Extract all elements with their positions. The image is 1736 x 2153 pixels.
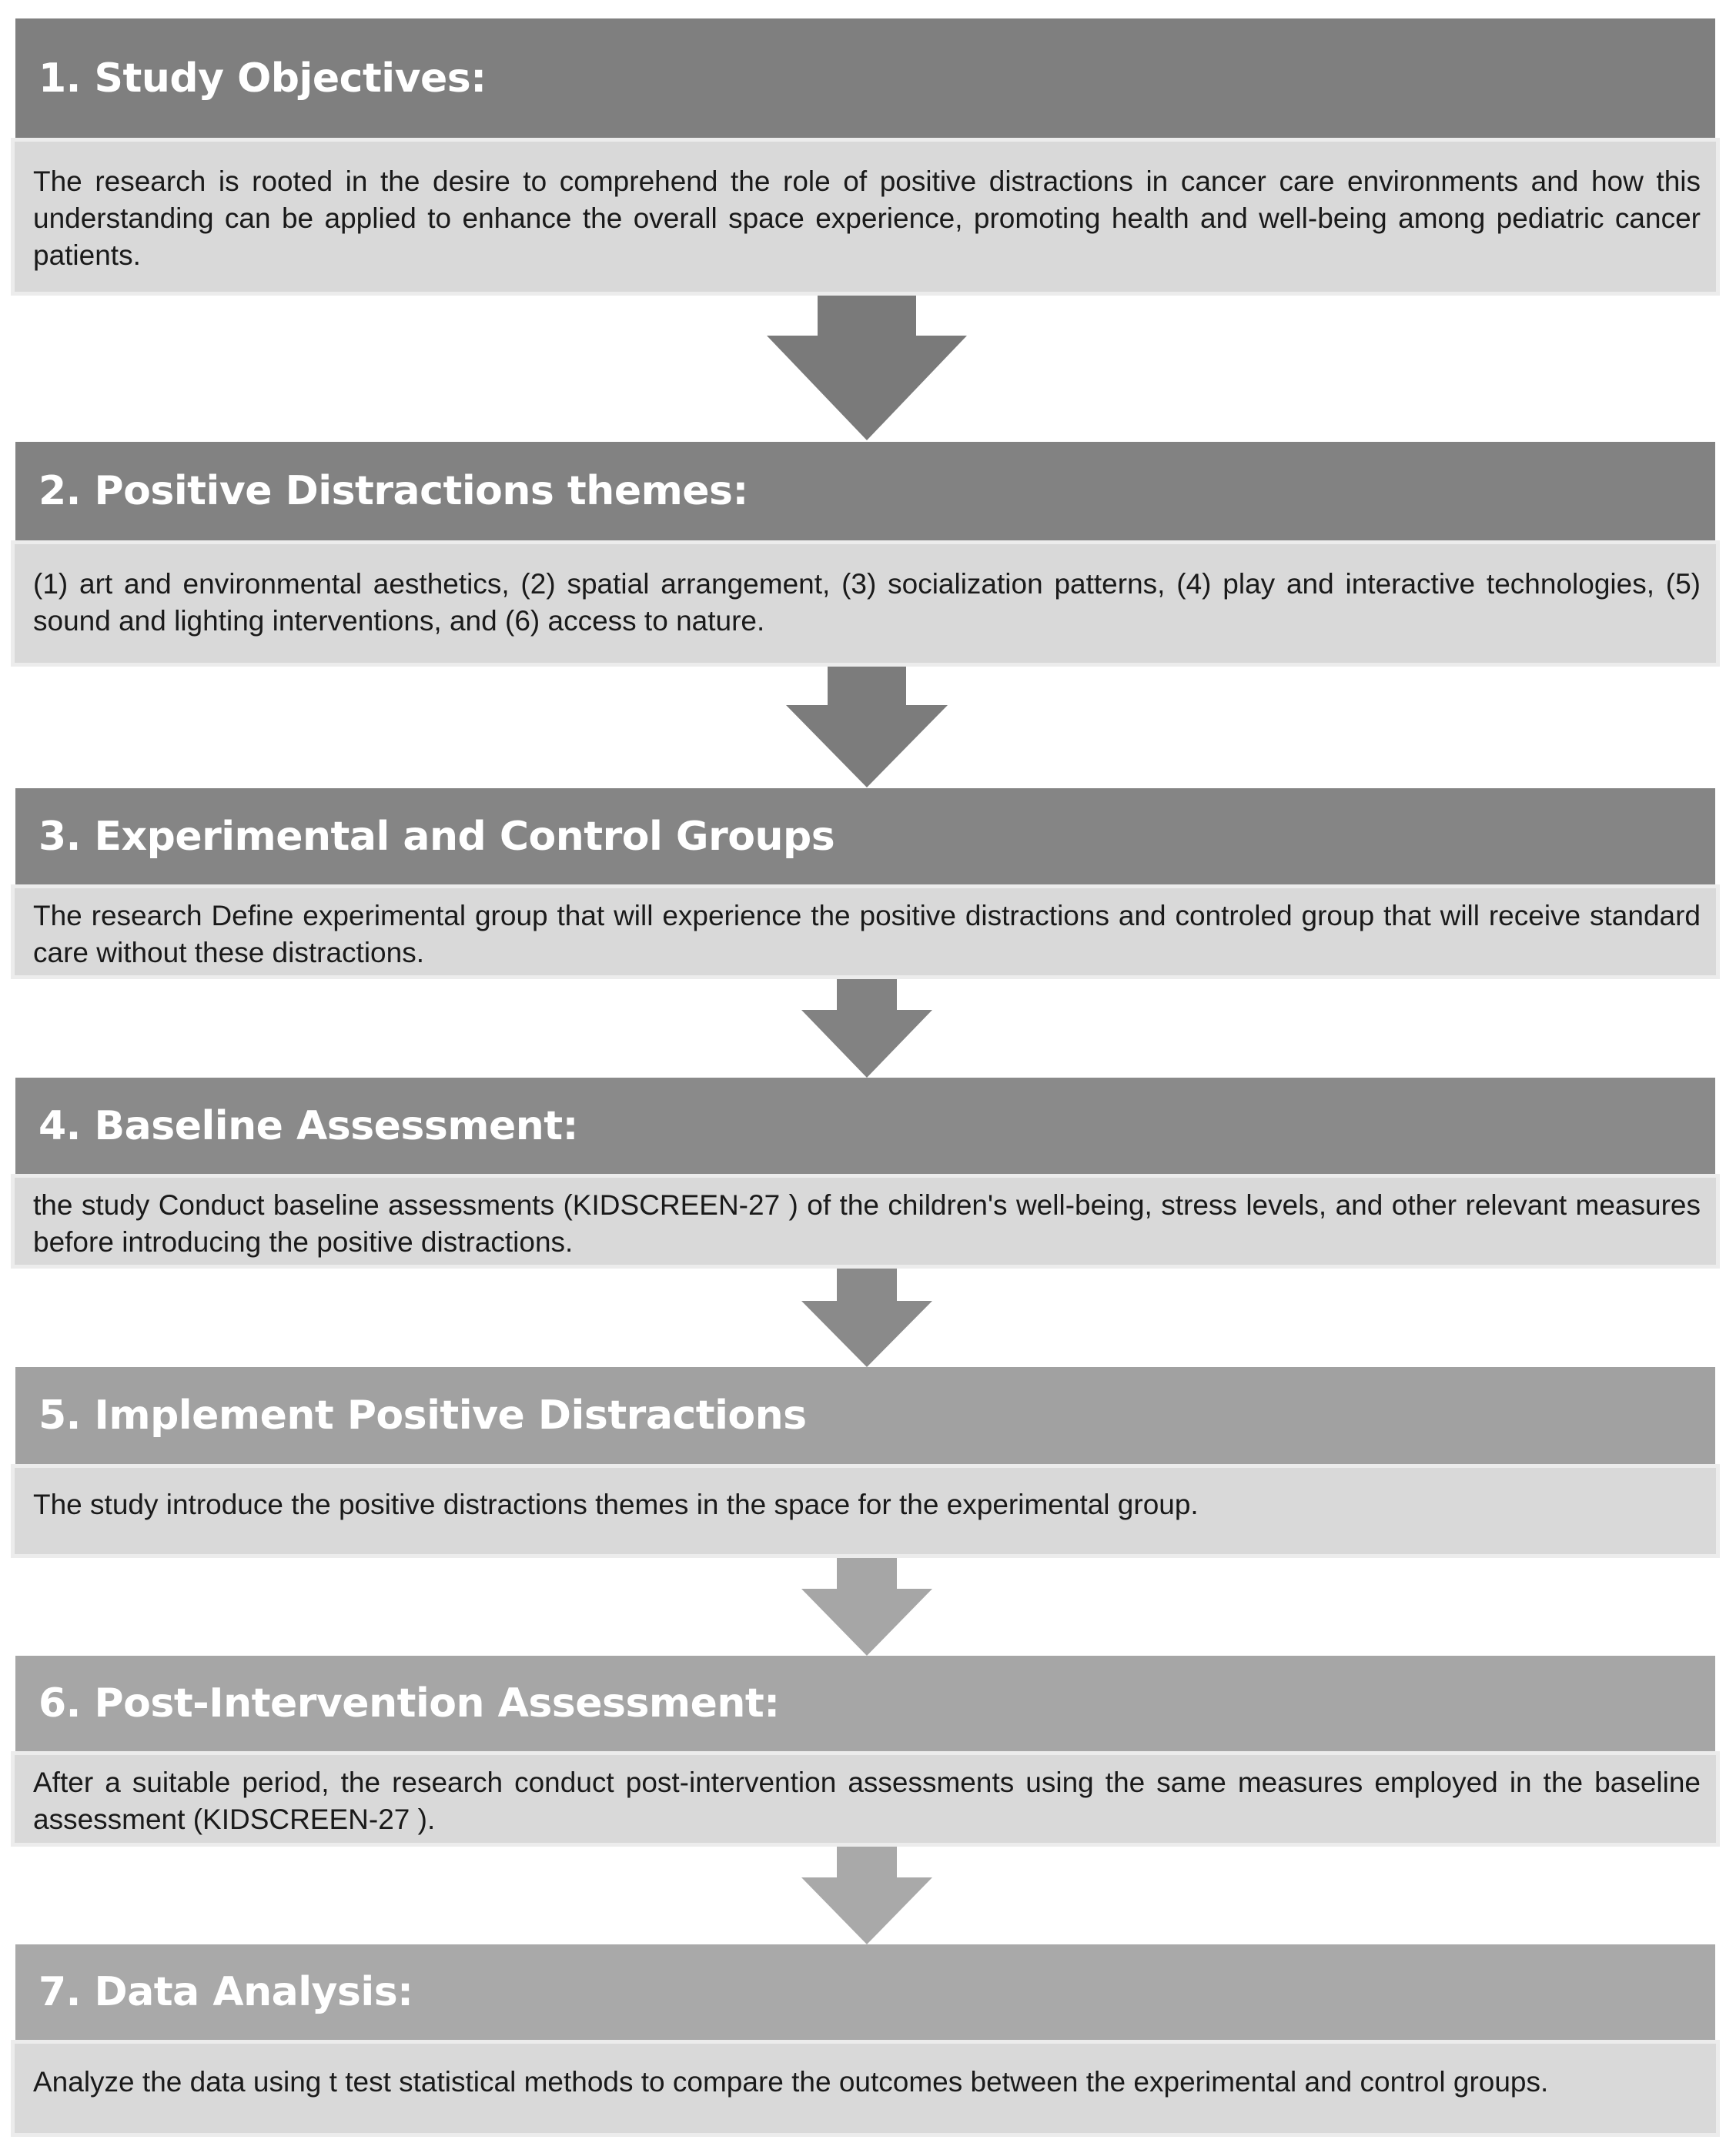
arrow-down-icon (801, 1269, 932, 1367)
step-2-header: 2. Positive Distractions themes: (15, 442, 1715, 540)
step-1-description: The research is rooted in the desire to … (11, 138, 1720, 296)
step-3-header: 3. Experimental and Control Groups (15, 788, 1715, 884)
step-7-title: 7. Data Analysis: (38, 1969, 413, 2015)
step-1: 1. Study Objectives: The research is roo… (11, 18, 1720, 296)
step-4-description: the study Conduct baseline assessments (… (11, 1174, 1720, 1269)
arrow-down-icon (801, 1558, 932, 1656)
step-3-description: The research Define experimental group t… (11, 884, 1720, 979)
step-4-title: 4. Baseline Assessment: (38, 1102, 578, 1149)
step-6-description: After a suitable period, the research co… (11, 1751, 1720, 1847)
step-6-title: 6. Post-Intervention Assessment: (38, 1680, 780, 1727)
arrow-down-icon (786, 667, 948, 787)
arrow-down-icon (801, 1847, 932, 1944)
step-6: 6. Post-Intervention Assessment: After a… (11, 1656, 1720, 1847)
step-1-title: 1. Study Objectives: (38, 55, 487, 102)
step-2-description: (1) art and environmental aesthetics, (2… (11, 540, 1720, 667)
step-2-title: 2. Positive Distractions themes: (38, 468, 748, 514)
step-4-header: 4. Baseline Assessment: (15, 1078, 1715, 1174)
step-3-title: 3. Experimental and Control Groups (38, 813, 835, 860)
step-2: 2. Positive Distractions themes: (1) art… (11, 442, 1720, 667)
step-3: 3. Experimental and Control Groups The r… (11, 788, 1720, 979)
arrow-down-icon (801, 979, 932, 1078)
step-6-header: 6. Post-Intervention Assessment: (15, 1656, 1715, 1751)
step-7-header: 7. Data Analysis: (15, 1944, 1715, 2040)
step-5-description: The study introduce the positive distrac… (11, 1464, 1720, 1558)
step-5-header: 5. Implement Positive Distractions (15, 1367, 1715, 1464)
step-7: 7. Data Analysis: Analyze the data using… (11, 1944, 1720, 2137)
step-7-description: Analyze the data using t test statistica… (11, 2040, 1720, 2137)
step-1-header: 1. Study Objectives: (15, 18, 1715, 138)
step-5-title: 5. Implement Positive Distractions (38, 1392, 807, 1439)
step-4: 4. Baseline Assessment: the study Conduc… (11, 1078, 1720, 1269)
step-5: 5. Implement Positive Distractions The s… (11, 1367, 1720, 1558)
arrow-down-icon (767, 296, 967, 440)
